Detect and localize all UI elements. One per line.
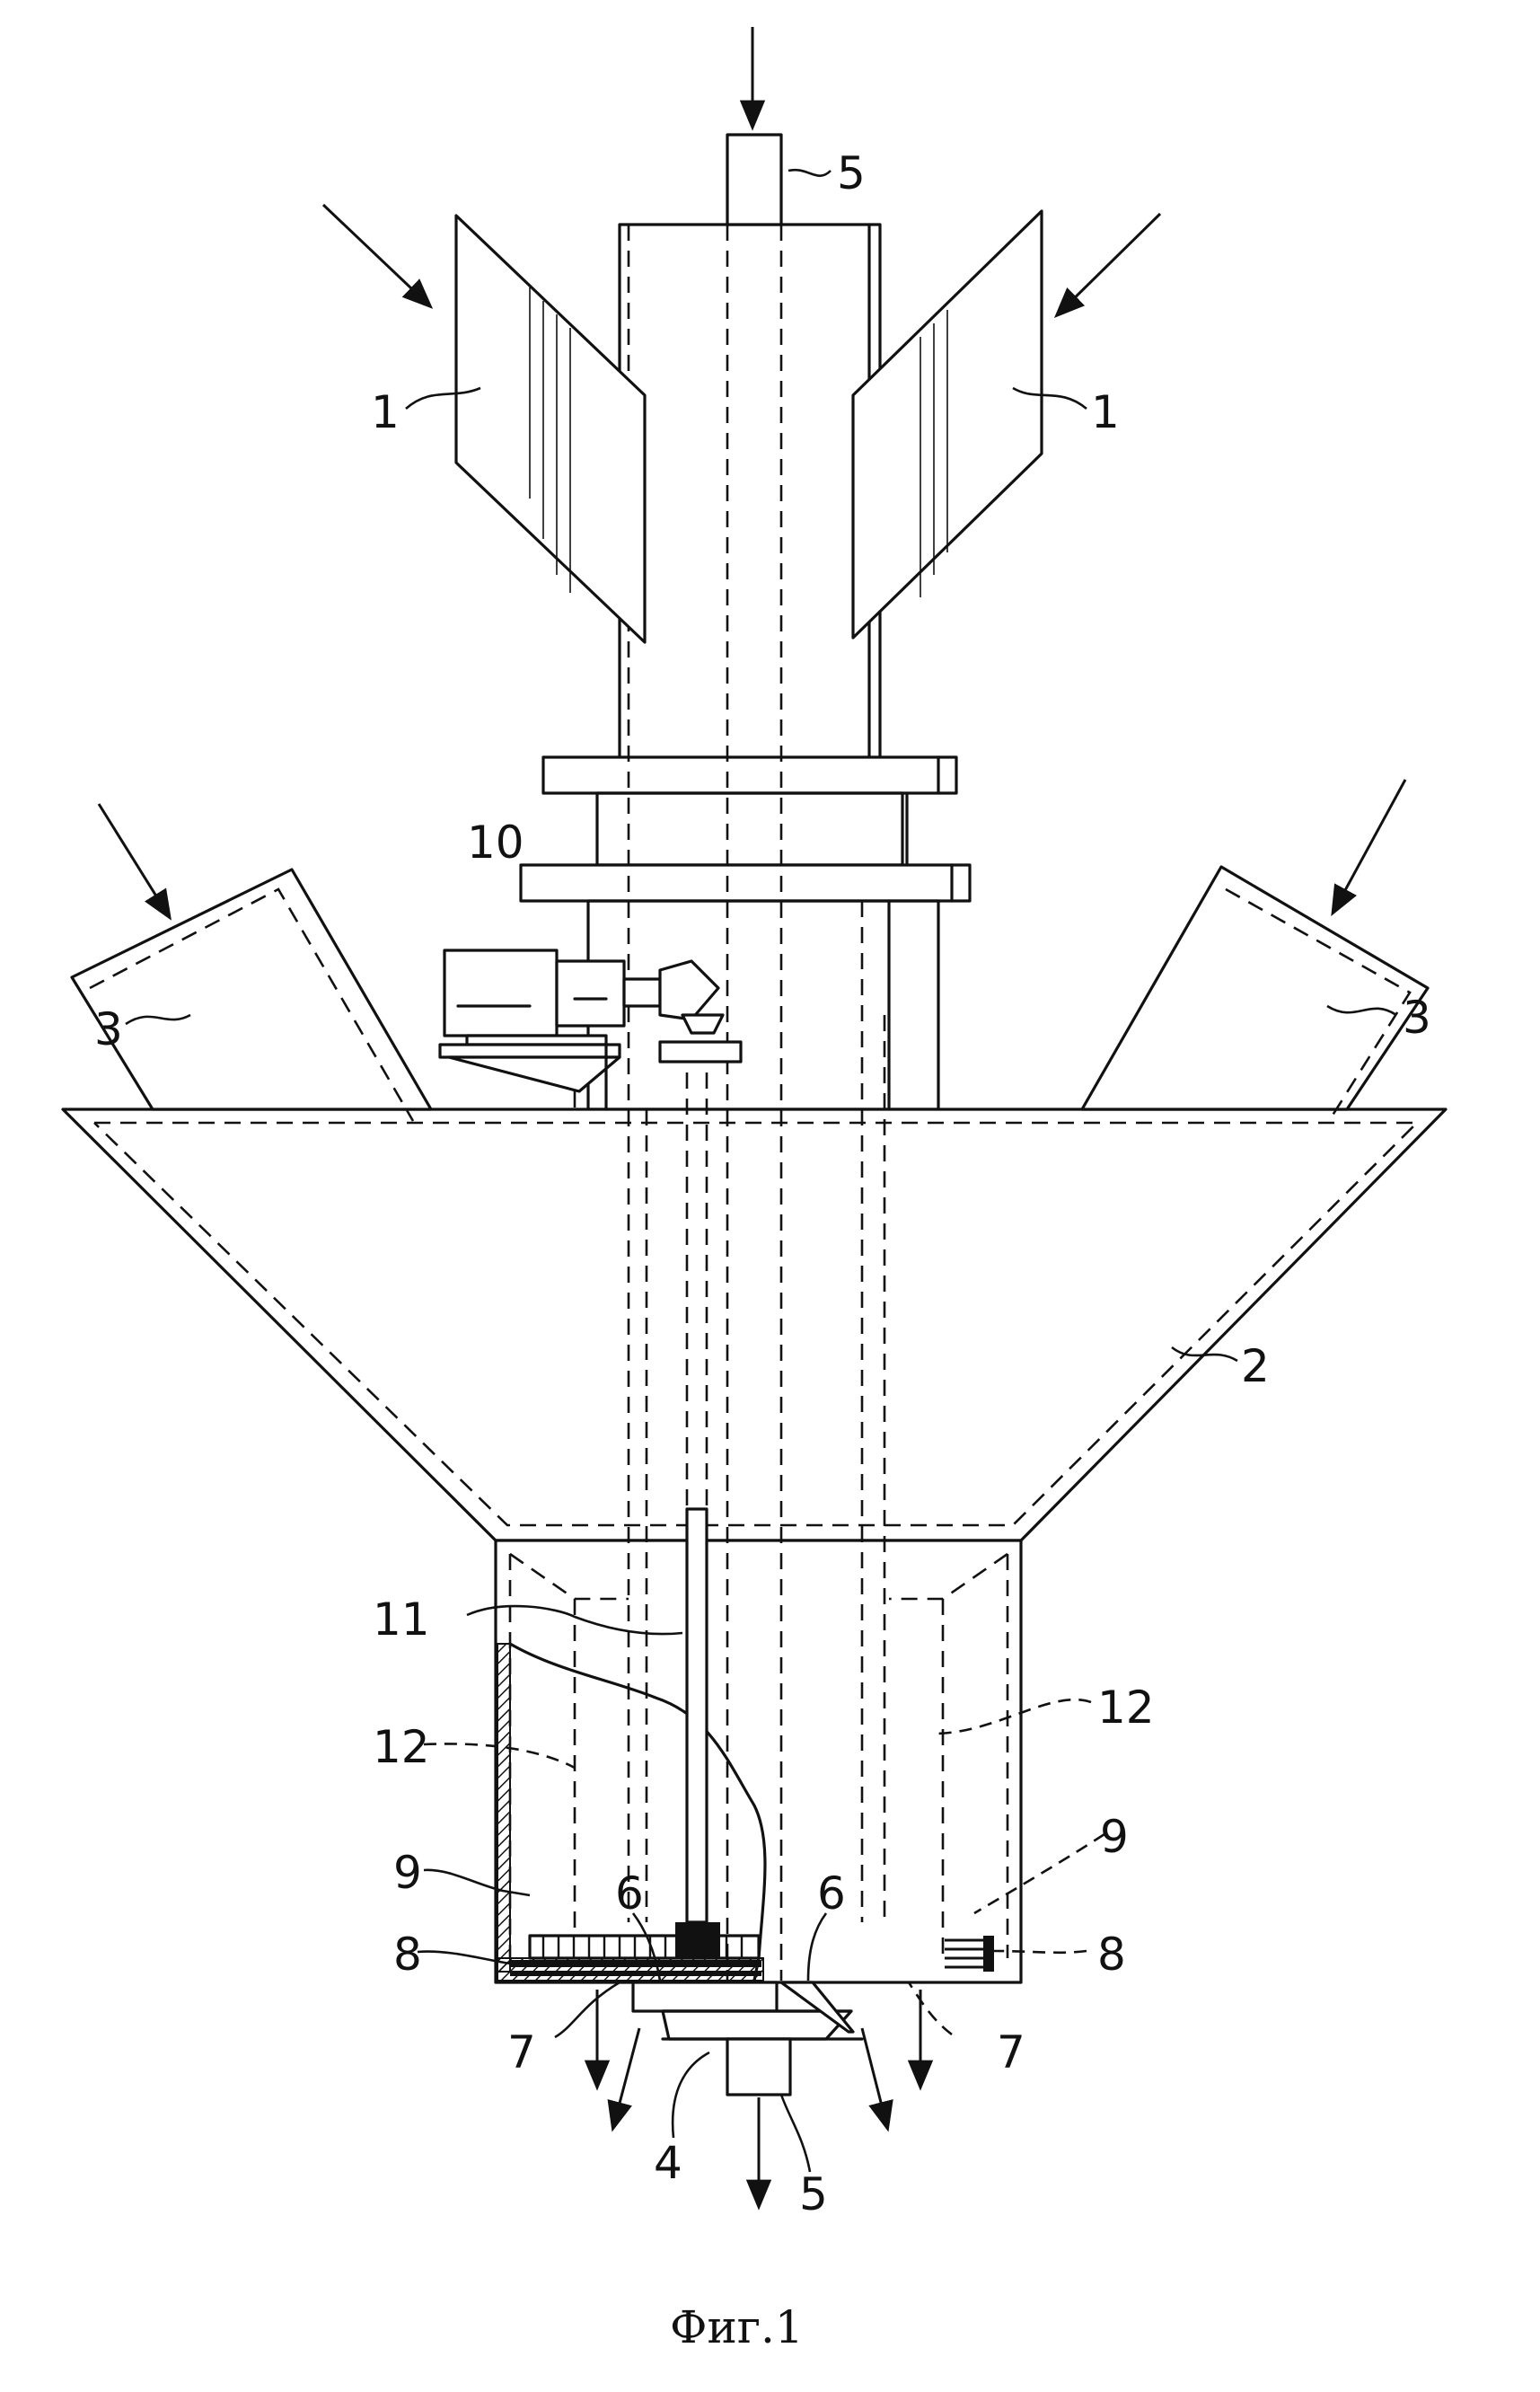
label-5-bottom: 5 [799,2168,828,2220]
label-7-left: 7 [507,2026,536,2079]
left-nozzle [456,216,645,642]
label-5-top: 5 [837,147,866,199]
label-4: 4 [654,2137,682,2189]
label-10: 10 [467,816,524,869]
right-inlet [1082,867,1428,1121]
label-12-right: 12 [1097,1681,1155,1734]
label-2: 2 [1241,1340,1270,1392]
label-9-left: 9 [393,1847,422,1899]
label-3-right: 3 [1403,992,1431,1044]
figure-caption: Фиг.1 [670,2301,804,2353]
label-8-right: 8 [1097,1929,1126,1981]
label-9-right: 9 [1100,1811,1129,1863]
label-6-left: 6 [615,1867,644,1920]
left-inlet [72,869,431,1121]
motor-assembly [440,950,741,1109]
label-8-left: 8 [393,1929,422,1981]
lower-chamber [496,1540,1021,2095]
label-7-right: 7 [997,2026,1025,2079]
conical-hopper [63,1109,1446,1540]
label-1-left: 1 [371,386,400,438]
label-6-right: 6 [817,1867,846,1920]
label-1-right: 1 [1091,386,1120,438]
label-11: 11 [373,1593,430,1646]
label-12-left: 12 [373,1721,430,1773]
label-3-left: 3 [94,1003,123,1055]
